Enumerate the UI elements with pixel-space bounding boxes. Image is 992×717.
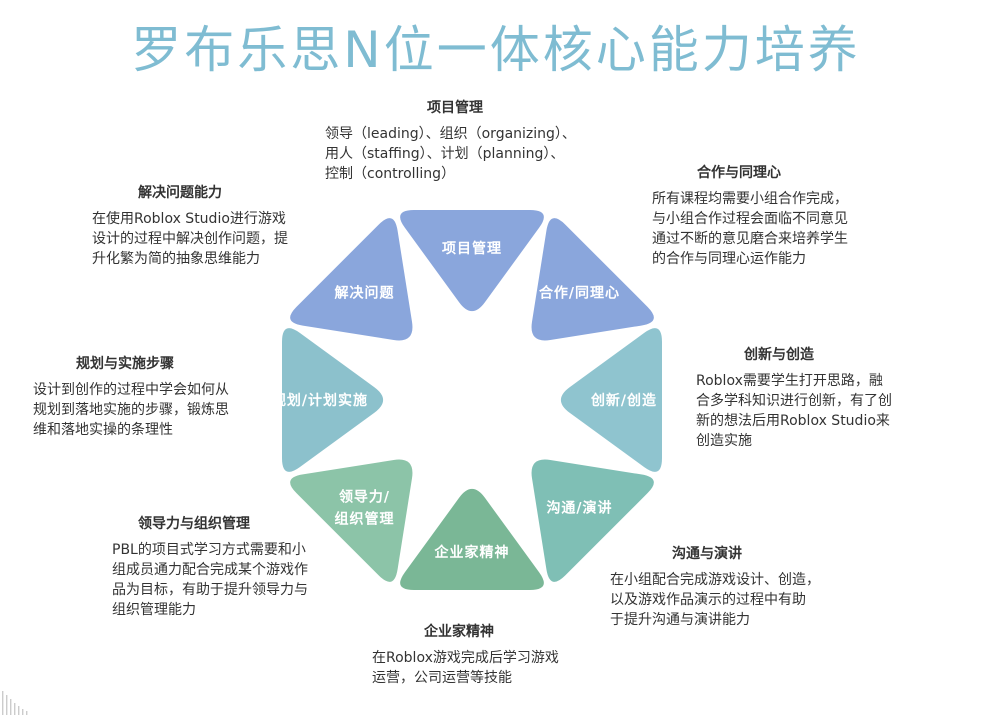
segment-label: 企业家精神 xyxy=(434,544,510,561)
desc-heading: 规划与实施步骤 xyxy=(76,356,174,372)
desc-body: 所有课程均需要小组合作完成， 与小组合作过程会面临不同意见 通过不断的意见磨合来… xyxy=(652,191,848,267)
desc-body: 在小组配合完成游戏设计、创造， 以及游戏作品演示的过程中有助 于提升沟通与演讲能… xyxy=(610,572,820,628)
segment-innovation: 创新/创造 xyxy=(560,328,662,472)
desc-heading: 沟通与演讲 xyxy=(672,546,742,562)
desc-leadership: 领导力与组织管理 PBL的项目式学习方式需要和小 组成员通力配合完成某个游戏作 … xyxy=(112,514,352,620)
segment-label: 项目管理 xyxy=(442,240,502,257)
desc-cooperation: 合作与同理心 所有课程均需要小组合作完成， 与小组合作过程会面临不同意见 通过不… xyxy=(652,163,892,269)
segment-cooperation: 合作/同理心 xyxy=(531,218,654,341)
desc-planning: 规划与实施步骤 设计到创作的过程中学会如何从 规划到落地实施的步骤，锻炼思 维和… xyxy=(33,354,273,440)
segment-shape xyxy=(290,459,413,582)
segment-label: 沟通/演讲 xyxy=(546,500,612,517)
desc-body: 在Roblox游戏完成后学习游戏 运营，公司运营等技能 xyxy=(372,650,559,686)
segment-shape xyxy=(531,218,654,341)
segment-shape xyxy=(531,459,654,582)
segment-shape xyxy=(290,218,413,341)
desc-body: 在使用Roblox Studio进行游戏 设计的过程中解决创作问题，提 升化繁为… xyxy=(92,211,288,267)
desc-body: 设计到创作的过程中学会如何从 规划到落地实施的步骤，锻炼思 维和落地实操的条理性 xyxy=(33,382,229,438)
desc-project-management: 项目管理 领导（leading）、组织（organizing）、 用人（staf… xyxy=(325,98,625,184)
desc-body: PBL的项目式学习方式需要和小 组成员通力配合完成某个游戏作 品为目标，有助于提… xyxy=(112,542,308,618)
page-title: 罗布乐思N位一体核心能力培养 xyxy=(131,21,861,79)
segment-planning: 规划/计划实施 xyxy=(272,328,384,472)
desc-heading: 创新与创造 xyxy=(744,347,814,363)
segment-label: 领导力/组织管理 xyxy=(335,489,395,528)
segment-shape xyxy=(282,328,384,472)
segment-label: 创新/创造 xyxy=(590,392,657,409)
segment-project-management: 项目管理 xyxy=(400,210,544,312)
desc-heading: 解决问题能力 xyxy=(138,185,222,201)
segment-shape xyxy=(560,328,662,472)
desc-heading: 领导力与组织管理 xyxy=(138,516,250,532)
desc-heading: 合作与同理心 xyxy=(697,165,781,181)
desc-heading: 项目管理 xyxy=(427,100,483,116)
desc-body: Roblox需要学生打开思路，融 合多学科知识进行创新，有了创 新的想法后用Ro… xyxy=(696,373,892,449)
segment-label: 规划/计划实施 xyxy=(272,392,368,409)
desc-innovation: 创新与创造 Roblox需要学生打开思路，融 合多学科知识进行创新，有了创 新的… xyxy=(696,345,936,451)
segment-entrepreneurship: 企业家精神 xyxy=(400,488,544,590)
desc-body: 领导（leading）、组织（organizing）、 用人（staffing）… xyxy=(325,126,576,182)
segment-label: 合作/同理心 xyxy=(539,285,620,302)
segment-label: 解决问题 xyxy=(335,285,395,302)
segment-communication: 沟通/演讲 xyxy=(531,459,654,582)
desc-problem-solving: 解决问题能力 在使用Roblox Studio进行游戏 设计的过程中解决创作问题… xyxy=(92,183,332,269)
desc-entrepreneurship: 企业家精神 在Roblox游戏完成后学习游戏 运营，公司运营等技能 xyxy=(372,622,612,688)
desc-heading: 企业家精神 xyxy=(424,624,494,640)
segment-problem-solving: 解决问题 xyxy=(290,218,413,341)
segment-leadership: 领导力/组织管理 xyxy=(290,459,413,582)
segment-shape xyxy=(400,210,544,312)
segment-shape xyxy=(400,488,544,590)
corner-bars-decoration xyxy=(2,691,28,715)
desc-communication: 沟通与演讲 在小组配合完成游戏设计、创造， 以及游戏作品演示的过程中有助 于提升… xyxy=(610,544,870,630)
